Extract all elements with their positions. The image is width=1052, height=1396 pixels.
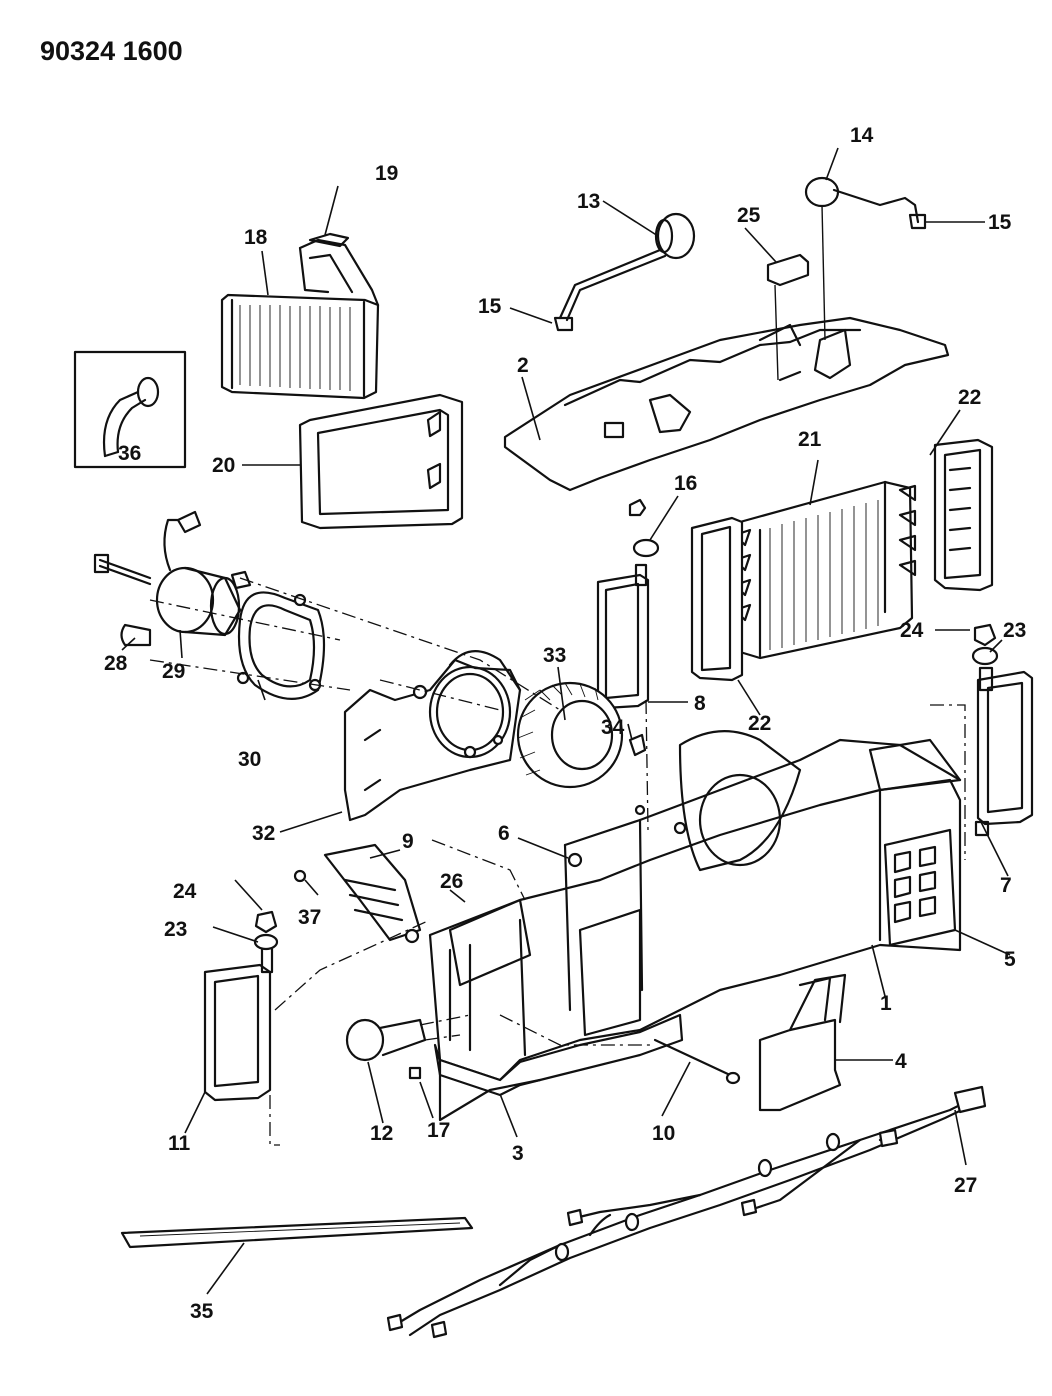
callout-3: 3	[512, 1142, 524, 1165]
part-22-seals	[690, 438, 994, 682]
callout-26: 26	[440, 870, 463, 893]
callout-28: 28	[104, 652, 128, 675]
callout-35: 35	[190, 1300, 214, 1323]
callout-22-top: 22	[958, 386, 981, 409]
callout-10: 10	[652, 1122, 675, 1145]
callout-23-left: 23	[164, 918, 187, 941]
callout-15-right: 15	[988, 211, 1012, 234]
callout-8: 8	[694, 692, 706, 715]
part-25-clip	[766, 253, 810, 381]
part-8-door	[596, 563, 650, 710]
callout-21: 21	[798, 428, 822, 451]
part-12-actuator	[345, 1014, 471, 1062]
part-24-23-left	[253, 910, 279, 951]
callout-29: 29	[162, 660, 185, 683]
callout-7: 7	[1000, 874, 1012, 897]
part-18-heater-core	[220, 232, 380, 400]
callout-24-right: 24	[900, 619, 924, 642]
leader-lines	[121, 147, 1011, 1295]
part-20-seal	[298, 393, 464, 530]
callout-4: 4	[895, 1050, 907, 1073]
callout-25: 25	[737, 204, 761, 227]
callout-24-left: 24	[173, 880, 197, 903]
part-35-seal-strip	[120, 1216, 474, 1249]
part-2-cover	[503, 316, 950, 492]
part-36-inset	[73, 350, 187, 469]
part-29-blower-motor	[93, 510, 242, 647]
callout-32: 32	[252, 822, 275, 845]
part-4-duct	[758, 973, 847, 1112]
callout-5: 5	[1004, 948, 1016, 971]
part-13-actuator	[553, 212, 696, 332]
callout-15-left: 15	[478, 295, 502, 318]
callout-2: 2	[517, 354, 529, 377]
callout-27: 27	[954, 1174, 977, 1197]
diagram-code: 90324 1600	[40, 36, 183, 66]
callout-34: 34	[601, 716, 625, 739]
part-17-nut	[408, 1066, 422, 1080]
callout-20: 20	[212, 454, 235, 477]
part-3-lower-case	[433, 1013, 684, 1122]
part-9-plate	[293, 843, 422, 944]
part-24-23-right	[971, 623, 999, 666]
callout-16: 16	[674, 472, 697, 495]
callout-13: 13	[577, 190, 600, 213]
callout-37: 37	[298, 906, 321, 929]
part-16-nut	[628, 498, 660, 558]
callout-17: 17	[427, 1119, 450, 1142]
callout-12: 12	[370, 1122, 393, 1145]
callout-labels: 36 19 18 20 13 14 25 15 15 2 22 21 16 24…	[104, 124, 1026, 1323]
callout-18: 18	[244, 226, 268, 249]
center-lines	[149, 577, 966, 1046]
callout-1: 1	[880, 992, 892, 1015]
callout-30: 30	[238, 748, 261, 771]
callout-36: 36	[118, 442, 141, 465]
part-7-door	[974, 666, 1034, 837]
part-1-main-housing	[428, 730, 962, 1082]
callout-33: 33	[543, 644, 566, 667]
callout-19: 19	[375, 162, 398, 185]
callout-6: 6	[498, 822, 510, 845]
part-14-actuator	[804, 176, 927, 341]
callout-11: 11	[168, 1132, 191, 1155]
callout-14: 14	[850, 124, 874, 147]
part-10-rod	[653, 1038, 741, 1085]
part-32-housing	[343, 650, 522, 822]
callout-9: 9	[402, 830, 414, 853]
part-11-door	[203, 946, 280, 1146]
part-27-wiring	[386, 1085, 987, 1339]
part-21-evaporator	[733, 480, 917, 660]
part-33-blower-wheel	[516, 681, 647, 789]
callout-23-right: 23	[1003, 619, 1026, 642]
callout-22-bottom: 22	[748, 712, 771, 735]
